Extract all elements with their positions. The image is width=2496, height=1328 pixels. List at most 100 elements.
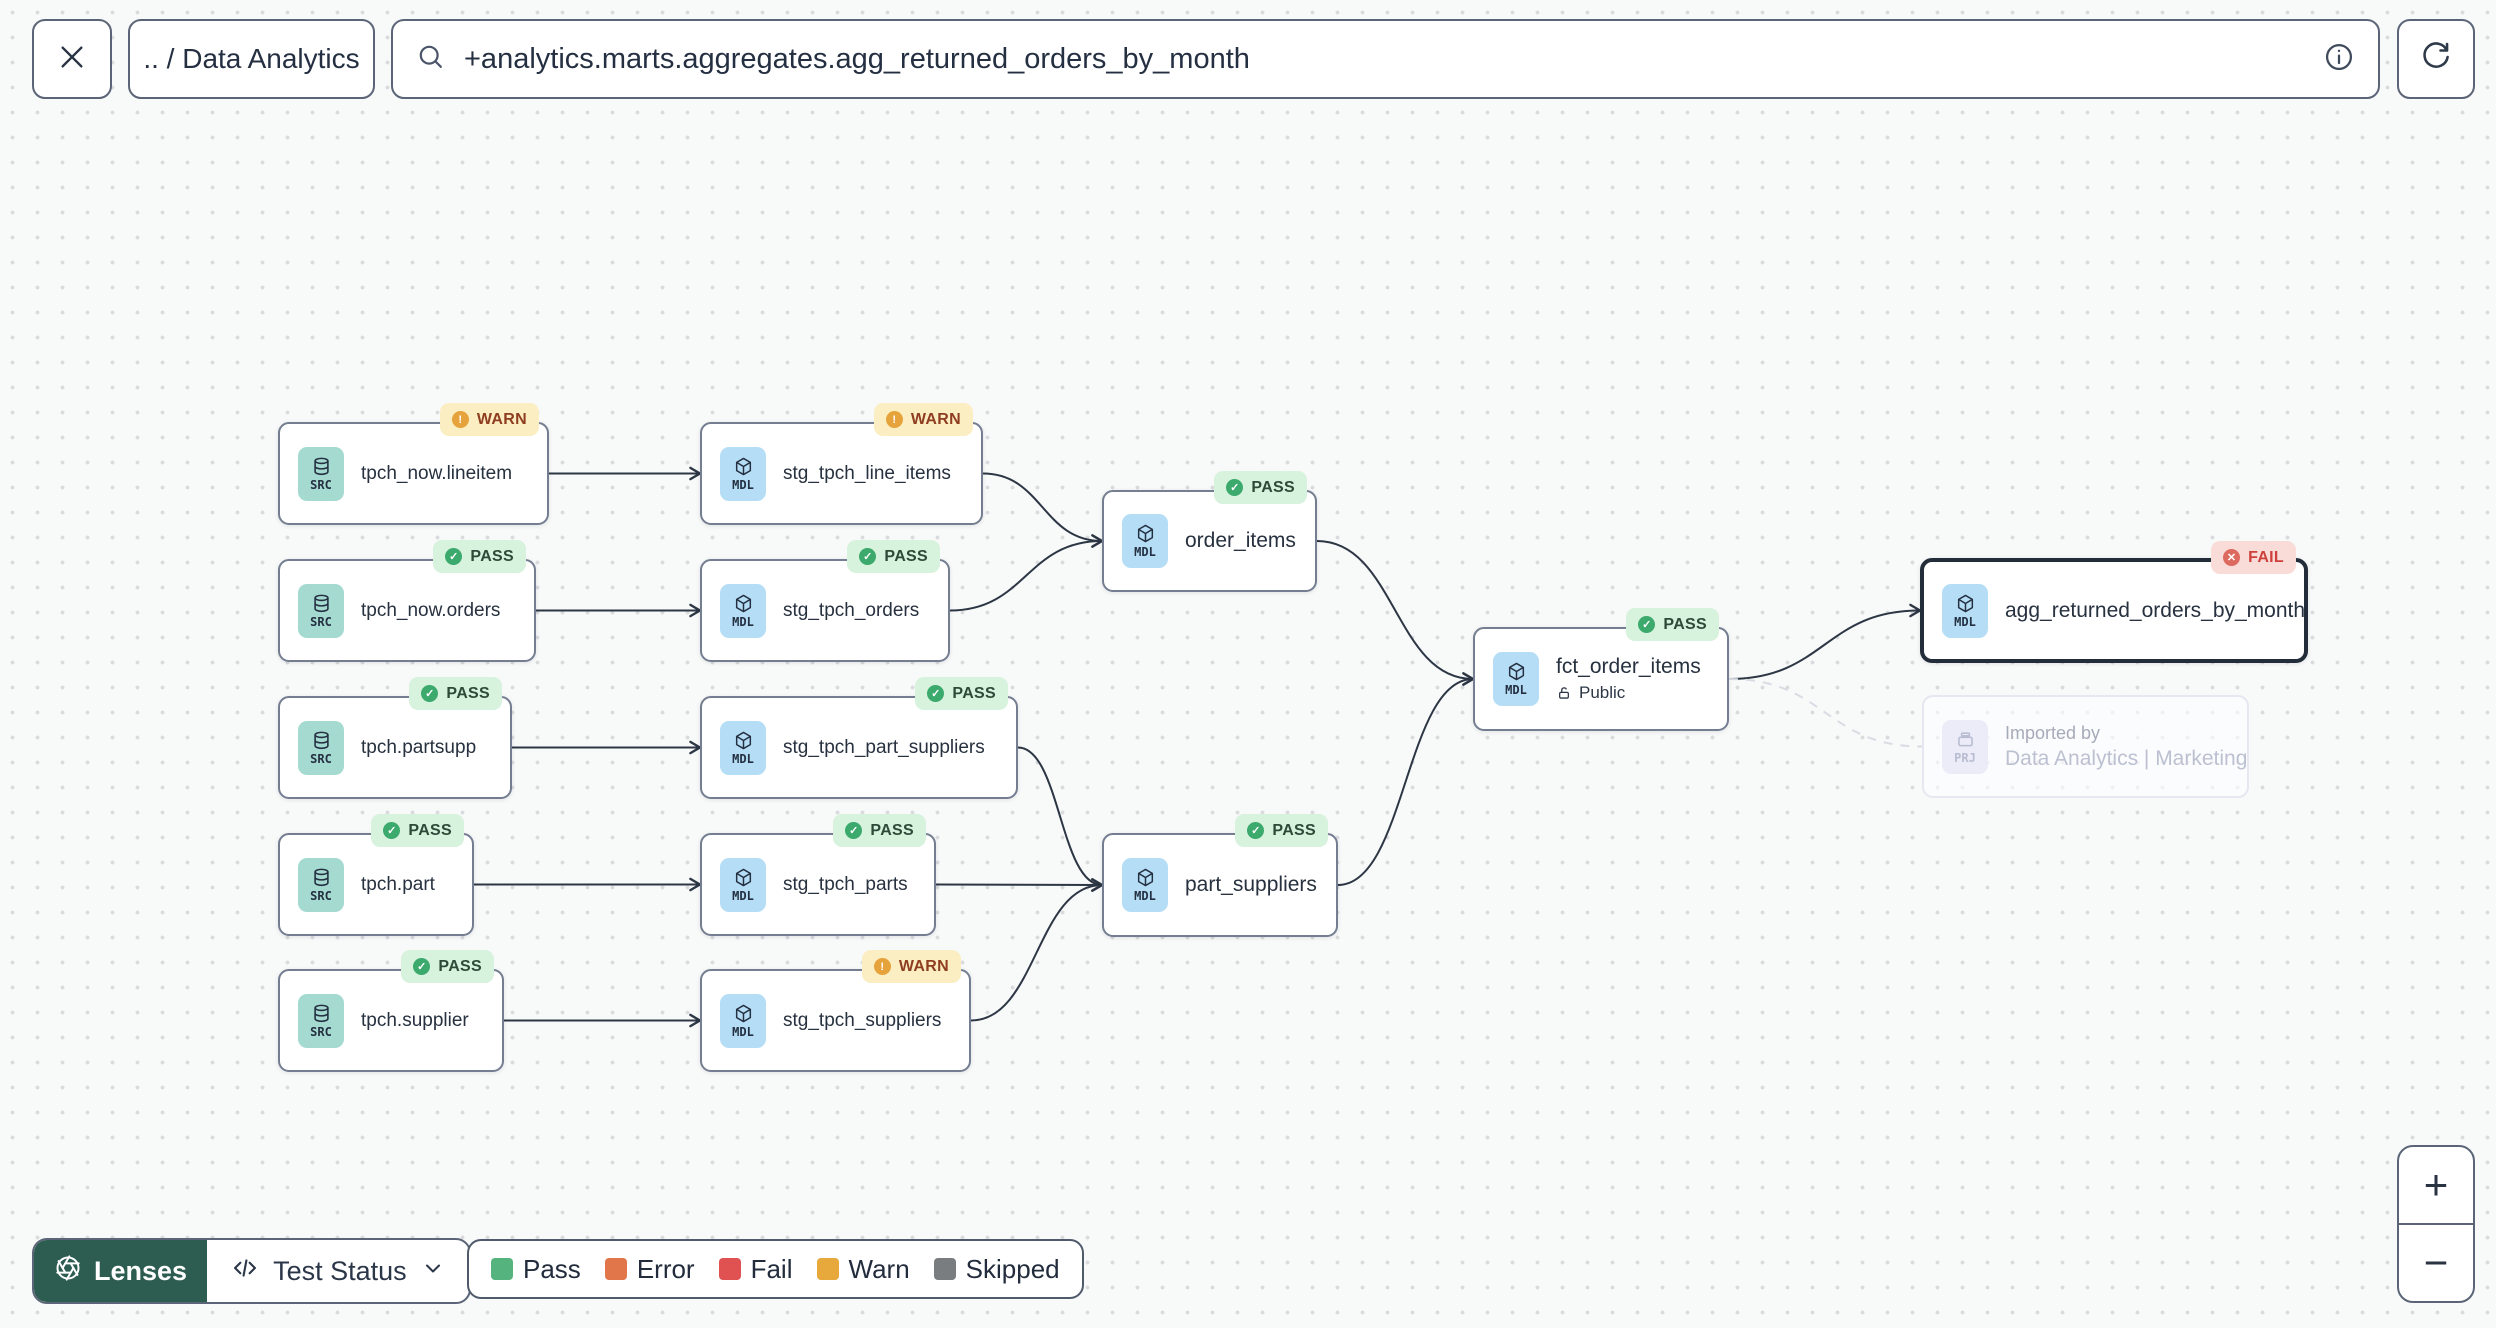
node-label-block: tpch.part — [361, 874, 435, 896]
status-badge-pass: ✓PASS — [1235, 814, 1328, 847]
mdl-type-icon: MDL — [1493, 652, 1539, 706]
status-dot-icon: ✓ — [383, 822, 401, 839]
node-stg_tpch_suppliers[interactable]: MDL stg_tpch_suppliers !WARN — [700, 950, 971, 1072]
edge-order_items-to-fct_order_items — [1316, 540, 1475, 686]
breadcrumb-label: .. / Data Analytics — [143, 43, 360, 74]
node-title: stg_tpch_line_items — [783, 462, 951, 484]
refresh-icon — [2419, 40, 2453, 79]
zoom-in-button[interactable]: + — [2423, 1161, 2449, 1208]
mdl-type-icon: MDL — [720, 857, 766, 912]
status-dot-icon: ✓ — [1247, 822, 1265, 839]
status-dot-icon: ✓ — [927, 685, 945, 702]
status-badge-pass: ✓PASS — [1626, 608, 1719, 641]
status-dot-icon: ✓ — [445, 548, 463, 565]
mdl-type-icon: MDL — [720, 583, 766, 638]
legend-item-pass: Pass — [491, 1254, 581, 1285]
node-title: Data Analytics | Marketing — [2005, 746, 2248, 770]
node-label-block: order_items — [1185, 529, 1296, 553]
lens-selector[interactable]: Test Status — [207, 1240, 469, 1302]
mdl-type-icon: MDL — [720, 993, 766, 1048]
status-badge-pass: ✓PASS — [371, 814, 464, 847]
node-title: stg_tpch_parts — [783, 873, 908, 895]
mdl-type-icon: MDL — [720, 446, 766, 501]
mdl-type-icon: MDL — [720, 720, 766, 775]
node-title: stg_tpch_suppliers — [783, 1009, 942, 1031]
node-stg_tpch_parts[interactable]: MDL stg_tpch_parts ✓PASS — [700, 814, 936, 936]
legend-swatch-icon — [816, 1258, 839, 1280]
search-input[interactable] — [462, 41, 2322, 77]
status-badge-pass: ✓PASS — [433, 540, 526, 573]
node-label-block: stg_tpch_line_items — [783, 463, 951, 485]
status-dot-icon: ! — [451, 411, 469, 428]
lock-open-icon — [1556, 685, 1572, 701]
status-dot-icon: ✓ — [1226, 479, 1244, 496]
node-title: part_suppliers — [1185, 873, 1317, 896]
zoom-out-button[interactable]: − — [2399, 1223, 2473, 1301]
status-badge-pass: ✓PASS — [915, 677, 1008, 710]
node-label-block: tpch.supplier — [361, 1010, 469, 1032]
legend-item-fail: Fail — [718, 1254, 793, 1285]
node-label-block: stg_tpch_parts — [783, 874, 908, 896]
status-dot-icon: ✓ — [859, 548, 877, 565]
code-icon — [231, 1254, 259, 1289]
status-dot-icon: ! — [873, 958, 891, 975]
src-type-icon: SRC — [298, 993, 344, 1048]
legend-item-warn: Warn — [816, 1254, 910, 1285]
lenses-label: Lenses — [94, 1255, 188, 1286]
edge-stg_tpch_parts-to-part_suppliers — [935, 878, 1104, 892]
src-type-icon: SRC — [298, 446, 344, 501]
refresh-button[interactable] — [2397, 19, 2475, 99]
status-badge-warn: !WARN — [861, 950, 961, 983]
node-pre-label: Imported by — [2005, 722, 2101, 743]
node-stg_tpch_part_suppliers[interactable]: MDL stg_tpch_part_suppliers ✓PASS — [700, 677, 1018, 799]
src-type-icon: SRC — [298, 857, 344, 912]
search-icon — [415, 41, 446, 77]
status-dot-icon: ✕ — [2223, 549, 2241, 566]
node-label-block: tpch_now.orders — [361, 600, 500, 622]
status-badge-pass: ✓PASS — [1214, 471, 1307, 504]
edge-stg_tpch_orders-to-order_items — [949, 534, 1104, 612]
node-label-block: part_suppliers — [1185, 873, 1317, 897]
legend-swatch-icon — [491, 1258, 513, 1280]
lenses-control: Lenses Test Status — [32, 1238, 471, 1304]
node-title: tpch_now.orders — [361, 599, 501, 621]
legend-swatch-icon — [933, 1258, 956, 1280]
close-button[interactable] — [32, 19, 112, 99]
edge-stg_tpch_part_suppliers-to-part_suppliers — [1017, 746, 1104, 892]
node-title: stg_tpch_part_suppliers — [783, 736, 985, 758]
src-type-icon: SRC — [298, 583, 344, 638]
info-icon[interactable] — [2322, 40, 2356, 79]
legend-swatch-icon — [604, 1258, 627, 1280]
node-label-block: Imported by Data Analytics | Marketing — [2005, 723, 2247, 771]
close-icon — [56, 41, 88, 78]
node-title: tpch_now.lineitem — [361, 462, 513, 484]
breadcrumb[interactable]: .. / Data Analytics — [128, 19, 375, 99]
node-tpch_now_orders[interactable]: SRC tpch_now.orders ✓PASS — [278, 540, 536, 662]
status-badge-pass: ✓PASS — [833, 814, 926, 847]
status-dot-icon: ✓ — [845, 822, 863, 839]
status-badge-pass: ✓PASS — [409, 677, 502, 710]
node-tpch_part[interactable]: SRC tpch.part ✓PASS — [278, 814, 474, 936]
lens-selected-label: Test Status — [273, 1255, 407, 1286]
node-label-block: stg_tpch_part_suppliers — [783, 737, 985, 759]
zoom-control: + − — [2397, 1145, 2475, 1303]
chevron-down-icon — [421, 1256, 445, 1287]
node-label-block: stg_tpch_suppliers — [783, 1010, 941, 1032]
lenses-button[interactable]: Lenses — [34, 1240, 208, 1302]
node-label-block: tpch.partsupp — [361, 737, 476, 759]
legend-swatch-icon — [718, 1258, 741, 1280]
legend-item-error: Error — [604, 1254, 695, 1285]
edge-fct_order_items-to-imported_project — [1728, 678, 1923, 748]
